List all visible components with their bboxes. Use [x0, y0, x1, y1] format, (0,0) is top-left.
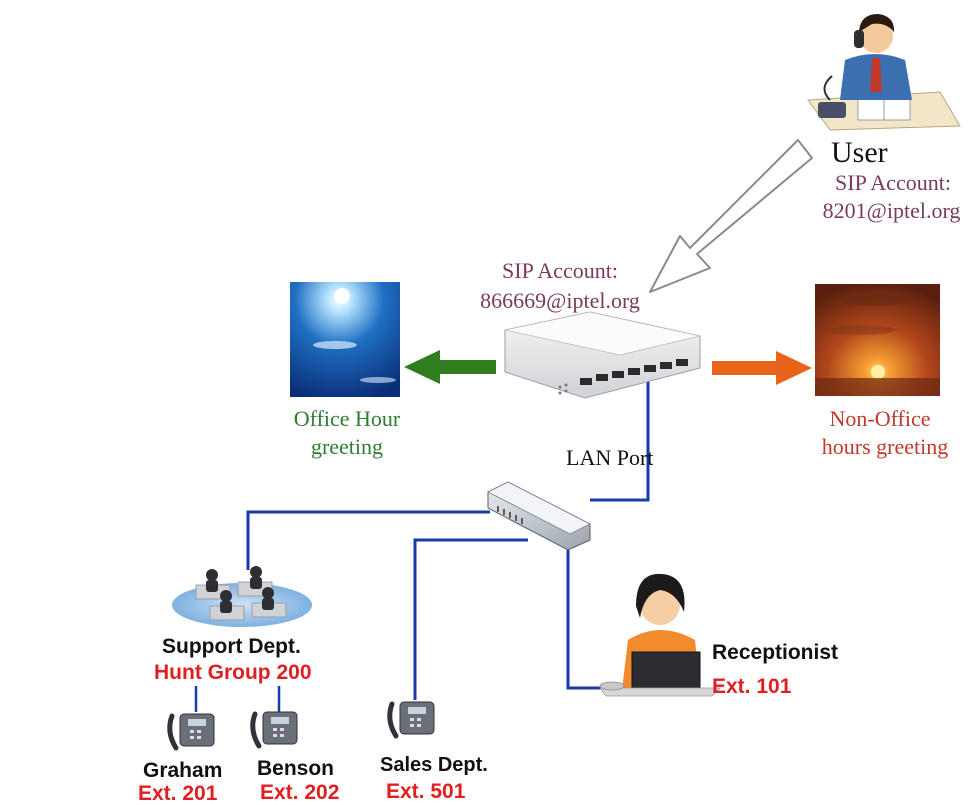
non-office-image	[815, 284, 940, 396]
user-sip-line1: SIP Account:	[835, 170, 951, 195]
router-sip-line1: SIP Account:	[502, 258, 618, 283]
receptionist-label: Receptionist	[712, 641, 839, 664]
phone-graham-icon	[167, 713, 215, 751]
phone-sales-icon	[387, 701, 435, 739]
lan-port-label: LAN Port	[566, 445, 654, 470]
support-dept-label: Support Dept.	[162, 635, 301, 658]
receptionist-illustration	[599, 573, 721, 697]
office-greeting-line1: Office Hour	[293, 406, 401, 431]
network-switch	[487, 481, 591, 551]
sales-ext-label: Ext. 501	[386, 780, 466, 803]
lan-cables	[246, 372, 650, 700]
router	[504, 311, 701, 399]
office-greeting-line2: greeting	[310, 434, 384, 459]
phone-cords	[194, 686, 281, 712]
router-ports	[580, 359, 688, 385]
hunt-group-label: Hunt Group 200	[154, 661, 312, 684]
graham-ext-label: Ext. 201	[138, 782, 218, 805]
non-office-greeting-line2: hours greeting	[821, 434, 949, 459]
benson-ext-label: Ext. 202	[260, 781, 340, 804]
router-sip-line2: 866669@iptel.org	[480, 288, 640, 313]
user-label: User	[831, 136, 888, 169]
non-office-arrow	[712, 351, 812, 385]
cable-switch-to-receptionist	[566, 545, 605, 690]
cable-switch-to-support	[246, 510, 490, 570]
call-arrow	[649, 139, 813, 293]
office-arrow	[404, 350, 496, 384]
phone-benson-icon	[250, 711, 298, 749]
receptionist-ext-label: Ext. 101	[712, 675, 792, 698]
support-group-illustration	[172, 566, 312, 627]
sales-dept-label: Sales Dept.	[380, 754, 488, 776]
non-office-greeting-line1: Non-Office	[829, 406, 931, 431]
user-sip-line2: 8201@iptel.org	[822, 198, 961, 223]
office-hour-image	[290, 282, 400, 397]
cable-router-to-switch	[590, 372, 650, 502]
benson-label: Benson	[257, 757, 335, 780]
cable-switch-to-sales	[413, 538, 528, 700]
user-illustration	[807, 14, 961, 131]
graham-label: Graham	[143, 759, 223, 782]
